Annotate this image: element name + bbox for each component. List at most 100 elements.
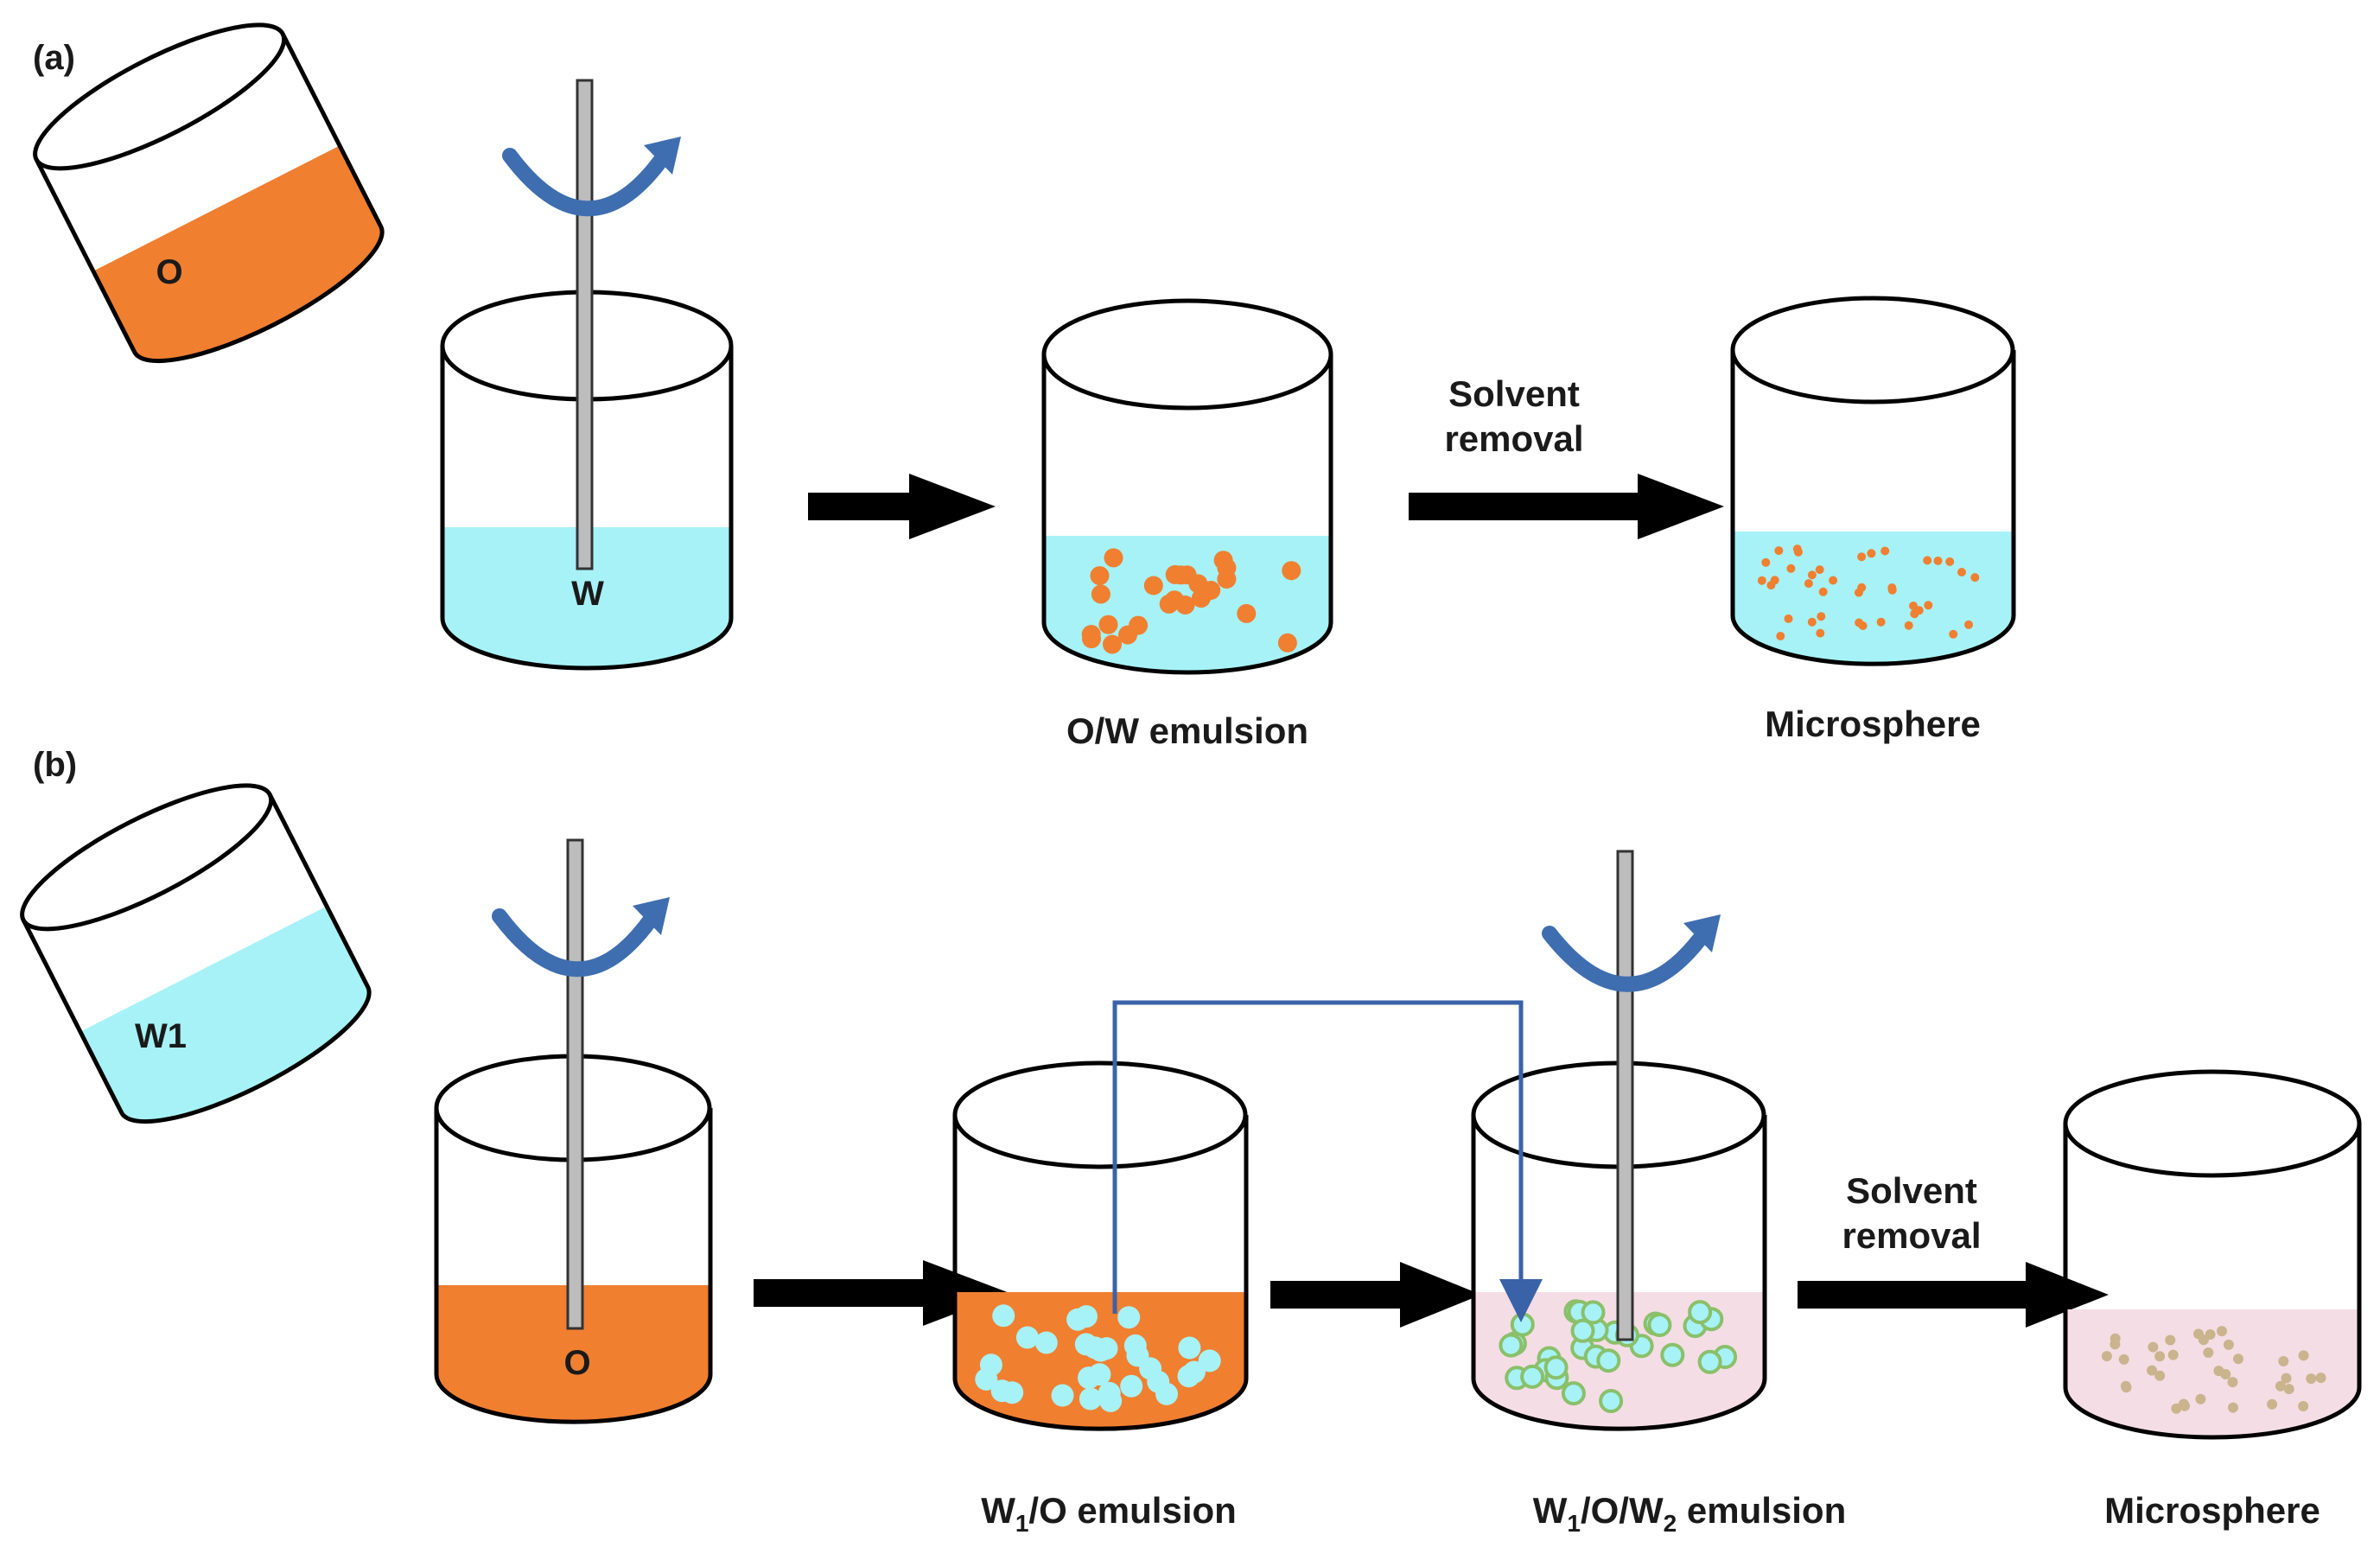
droplet <box>2278 1356 2289 1366</box>
droplet <box>2203 1347 2214 1358</box>
droplet <box>2267 1398 2278 1410</box>
droplet <box>1143 576 1163 595</box>
droplet <box>1909 602 1918 610</box>
droplet <box>2298 1401 2309 1411</box>
caption-w1ow2-emulsion: W1/O/W2 emulsion <box>1533 1490 1847 1537</box>
droplet <box>2298 1350 2309 1361</box>
droplet <box>1177 1365 1200 1388</box>
droplet <box>1570 1318 1595 1343</box>
droplet <box>2315 1372 2326 1384</box>
droplet <box>2281 1372 2292 1384</box>
droplet <box>1147 1370 1170 1393</box>
droplet <box>1079 1387 1102 1411</box>
droplet <box>1178 1336 1201 1360</box>
droplet <box>2227 1377 2238 1388</box>
droplet <box>1082 629 1101 649</box>
droplet <box>2120 1380 2131 1392</box>
process-arrow <box>1270 1262 1481 1328</box>
cup-liquid-label-w1: W1 <box>135 1017 187 1055</box>
transfer-arrow <box>1112 1000 1543 1322</box>
droplet <box>2165 1334 2176 1346</box>
droplet <box>1104 548 1123 568</box>
droplet <box>2233 1353 2243 1365</box>
droplet <box>1774 546 1784 556</box>
droplet <box>1090 566 1110 586</box>
droplet <box>1171 565 1191 585</box>
droplet <box>1599 1389 1624 1413</box>
droplet <box>1770 576 1779 585</box>
droplet <box>2154 1351 2166 1362</box>
droplet <box>1120 1374 1143 1398</box>
droplet <box>979 1353 1002 1377</box>
droplet <box>1499 1333 1524 1358</box>
droplet <box>1792 545 1802 554</box>
rotation-arrow-icon <box>492 908 658 978</box>
droplet <box>1786 564 1796 573</box>
droplet <box>1807 570 1817 580</box>
droplet <box>2110 1333 2121 1344</box>
droplet <box>1217 570 1237 589</box>
droplet <box>2306 1373 2317 1385</box>
oil-droplets <box>1081 548 1301 654</box>
droplet <box>1089 1339 1112 1362</box>
droplet <box>1784 614 1793 623</box>
droplet <box>1818 587 1828 596</box>
droplet <box>1123 1334 1147 1357</box>
droplet <box>1091 584 1110 604</box>
droplet <box>1561 1381 1586 1406</box>
beaker-microsphere-a <box>1730 296 2016 666</box>
beaker-water-liquid <box>442 527 731 668</box>
caption-microsphere-b: Microsphere <box>2104 1490 2320 1531</box>
droplet <box>1099 1389 1123 1412</box>
droplet <box>1914 606 1924 615</box>
droplet <box>1277 633 1297 653</box>
microsphere-dots <box>2101 1326 2326 1414</box>
step-label-solvent: Solvent <box>1448 373 1580 414</box>
droplet <box>1118 625 1137 645</box>
droplet <box>1880 546 1890 556</box>
droplet <box>1815 565 1824 575</box>
droplet <box>1904 621 1913 630</box>
step-label-removal: removal <box>1444 418 1583 459</box>
droplet <box>1857 583 1867 592</box>
beaker-w1o-emulsion <box>952 1060 1249 1431</box>
caption-microsphere-a: Microsphere <box>1765 704 1981 744</box>
droplet <box>1817 612 1826 621</box>
step-label-removal: removal <box>1842 1215 1981 1256</box>
microsphere-dots <box>1757 545 1980 640</box>
droplet <box>1970 573 1980 583</box>
panel-b-label: (b) <box>33 746 77 784</box>
droplet <box>1282 561 1301 581</box>
droplet <box>1923 556 1932 565</box>
process-arrow <box>808 474 996 539</box>
droplet <box>1816 628 1825 638</box>
caption-ow-emulsion: O/W emulsion <box>1066 710 1308 751</box>
droplet <box>1945 557 1955 566</box>
droplet <box>1198 1349 1221 1372</box>
droplet <box>1761 557 1771 567</box>
droplet <box>1051 1384 1074 1407</box>
droplet <box>1804 579 1813 589</box>
droplet <box>1949 629 1958 639</box>
droplet <box>1887 585 1897 595</box>
stirrer-rod <box>566 838 584 1330</box>
droplet <box>1647 1313 1672 1337</box>
droplet <box>1757 576 1766 585</box>
beaker-microsphere-b <box>2063 1069 2362 1440</box>
droplet <box>2223 1339 2234 1350</box>
beaker-liquid-label-w: W <box>571 575 604 613</box>
droplet <box>1924 601 1933 610</box>
droplet <box>1117 1306 1141 1329</box>
step-label-solvent: Solvent <box>1846 1170 1977 1211</box>
droplet <box>2147 1365 2157 1376</box>
droplet <box>1015 1326 1039 1349</box>
pouring-cup-water <box>20 783 372 1124</box>
droplet <box>2195 1393 2206 1404</box>
beaker-water-stirring <box>440 79 734 671</box>
droplet <box>2118 1353 2129 1365</box>
droplet <box>2167 1349 2179 1360</box>
droplet <box>1829 576 1838 585</box>
beaker-w1ow2-emulsion <box>1471 850 1767 1431</box>
droplet <box>1867 549 1876 558</box>
